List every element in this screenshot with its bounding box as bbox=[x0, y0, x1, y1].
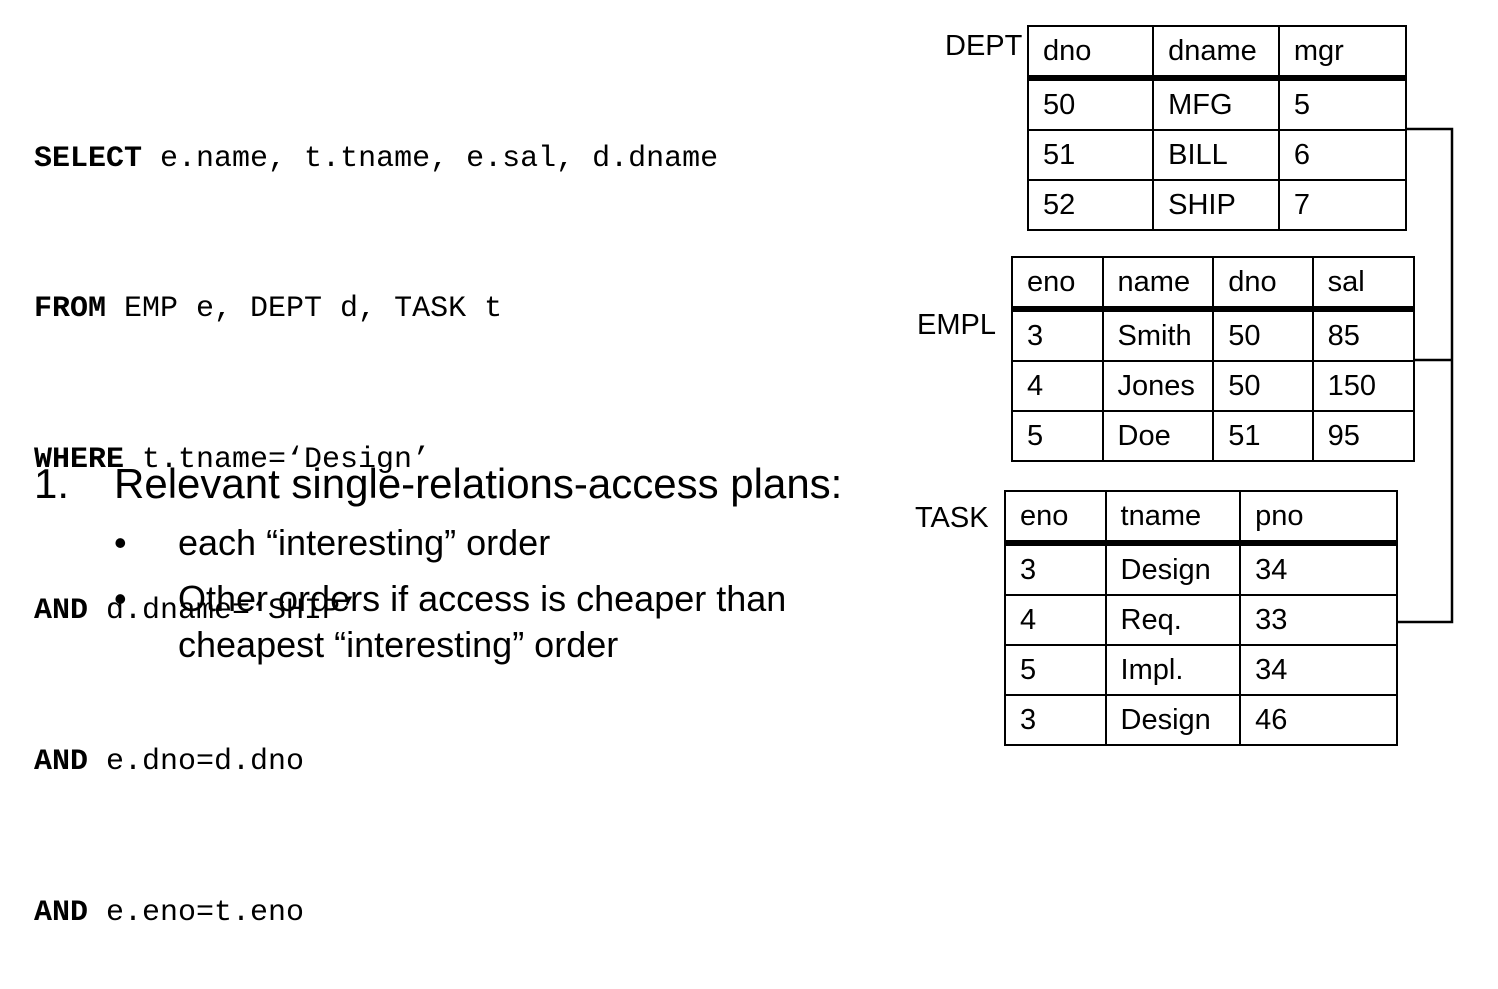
table-cell: 95 bbox=[1311, 410, 1416, 462]
table-row: 3 Smith 50 85 bbox=[1011, 308, 1416, 362]
table-cell: Req. bbox=[1104, 594, 1242, 646]
dept-table-label: DEPT bbox=[945, 30, 1023, 62]
empl-table: eno name dno sal 3 Smith 50 85 4 Jones 5… bbox=[1011, 256, 1416, 462]
column-header: dno bbox=[1212, 256, 1314, 312]
column-header: dname bbox=[1152, 25, 1280, 81]
column-header: eno bbox=[1004, 490, 1107, 546]
table-row: 51 BILL 6 bbox=[1026, 129, 1408, 181]
table-row: 5 Impl. 34 bbox=[1004, 644, 1398, 696]
table-cell: 6 bbox=[1277, 129, 1408, 181]
column-header: sal bbox=[1311, 256, 1416, 312]
table-cell: 51 bbox=[1212, 410, 1314, 462]
sql-keyword: AND bbox=[34, 594, 89, 629]
table-row: 3 Design 46 bbox=[1004, 694, 1398, 746]
sql-line: AND e.dno=d.dno bbox=[34, 737, 718, 787]
table-cell: 34 bbox=[1239, 644, 1398, 696]
sql-clause: d.dname=‘SHIP’ bbox=[88, 594, 359, 629]
table-cell: 51 bbox=[1026, 129, 1155, 181]
table-cell: 5 bbox=[1004, 644, 1107, 696]
table-row: 4 Req. 33 bbox=[1004, 594, 1398, 646]
table-cell: 50 bbox=[1212, 308, 1314, 362]
table-cell: 4 bbox=[1004, 594, 1107, 646]
sql-keyword: SELECT bbox=[34, 141, 143, 176]
table-row: 3 Design 34 bbox=[1004, 542, 1398, 596]
sql-line: AND d.dname=‘SHIP’ bbox=[34, 586, 718, 636]
sql-keyword: AND bbox=[34, 745, 89, 780]
table-cell: MFG bbox=[1152, 77, 1280, 131]
table-cell: 34 bbox=[1239, 542, 1398, 596]
sql-line: SELECT e.name, t.tname, e.sal, d.dname bbox=[34, 134, 718, 184]
table-row: 52 SHIP 7 bbox=[1026, 179, 1408, 231]
sql-clause: e.eno=t.eno bbox=[88, 896, 305, 931]
table-cell: 85 bbox=[1311, 308, 1416, 362]
table-cell: 33 bbox=[1239, 594, 1398, 646]
sql-keyword: WHERE bbox=[34, 443, 125, 478]
bullet-item: • each “interesting” order bbox=[34, 520, 874, 566]
table-cell: 7 bbox=[1277, 179, 1408, 231]
table-cell: 5 bbox=[1277, 77, 1408, 131]
table-cell: Impl. bbox=[1104, 644, 1242, 696]
list-number: 1. bbox=[34, 460, 70, 507]
table-cell: 5 bbox=[1011, 410, 1104, 462]
table-cell: 3 bbox=[1004, 694, 1107, 746]
column-header: tname bbox=[1104, 490, 1242, 546]
bullet-icon: • bbox=[114, 522, 127, 563]
table-cell: Doe bbox=[1101, 410, 1215, 462]
task-table-label: TASK bbox=[915, 502, 989, 534]
table-cell: BILL bbox=[1152, 129, 1280, 181]
sql-clause: e.name, t.tname, e.sal, d.dname bbox=[142, 141, 719, 176]
list-heading: Relevant single-relations-access plans: bbox=[114, 460, 843, 507]
bullet-item: • Other orders if access is cheaper than… bbox=[34, 576, 874, 668]
column-header: mgr bbox=[1277, 25, 1408, 81]
table-header-row: eno name dno sal bbox=[1011, 256, 1416, 312]
sql-line: WHERE t.tname=‘Design’ bbox=[34, 435, 718, 485]
sql-clause: EMP e, DEPT d, TASK t bbox=[106, 292, 503, 327]
sql-keyword: FROM bbox=[34, 292, 107, 327]
bullet-text: each “interesting” order bbox=[178, 522, 551, 563]
table-cell: Jones bbox=[1101, 360, 1215, 412]
table-cell: SHIP bbox=[1152, 179, 1280, 231]
table-cell: 52 bbox=[1026, 179, 1155, 231]
dept-table: dno dname mgr 50 MFG 5 51 BILL 6 52 SHIP… bbox=[1026, 25, 1408, 231]
table-header-row: eno tname pno bbox=[1004, 490, 1398, 546]
table-cell: Design bbox=[1104, 694, 1242, 746]
table-cell: Design bbox=[1104, 542, 1242, 596]
table-cell: Smith bbox=[1101, 308, 1215, 362]
bullet-text: Other orders if access is cheaper than c… bbox=[178, 578, 787, 665]
table-row: 50 MFG 5 bbox=[1026, 77, 1408, 131]
column-header: pno bbox=[1239, 490, 1398, 546]
table-row: 5 Doe 51 95 bbox=[1011, 410, 1416, 462]
table-cell: 46 bbox=[1239, 694, 1398, 746]
sql-query: SELECT e.name, t.tname, e.sal, d.dname F… bbox=[34, 33, 718, 989]
sql-clause: t.tname=‘Design’ bbox=[124, 443, 431, 478]
table-header-row: dno dname mgr bbox=[1026, 25, 1408, 81]
table-cell: 3 bbox=[1004, 542, 1107, 596]
sql-line: AND e.eno=t.eno bbox=[34, 888, 718, 938]
bullet-list: • each “interesting” order • Other order… bbox=[34, 520, 874, 678]
table-row: 4 Jones 50 150 bbox=[1011, 360, 1416, 412]
column-header: name bbox=[1101, 256, 1215, 312]
bullet-icon: • bbox=[114, 578, 127, 619]
sql-line: FROM EMP e, DEPT d, TASK t bbox=[34, 284, 718, 334]
empl-table-label: EMPL bbox=[917, 309, 996, 341]
table-cell: 3 bbox=[1011, 308, 1104, 362]
sql-keyword: AND bbox=[34, 896, 89, 931]
task-table: eno tname pno 3 Design 34 4 Req. 33 5 Im… bbox=[1004, 490, 1398, 746]
table-cell: 150 bbox=[1311, 360, 1416, 412]
table-cell: 50 bbox=[1212, 360, 1314, 412]
table-cell: 4 bbox=[1011, 360, 1104, 412]
column-header: dno bbox=[1026, 25, 1155, 81]
table-cell: 50 bbox=[1026, 77, 1155, 131]
column-header: eno bbox=[1011, 256, 1104, 312]
sql-clause: e.dno=d.dno bbox=[88, 745, 305, 780]
